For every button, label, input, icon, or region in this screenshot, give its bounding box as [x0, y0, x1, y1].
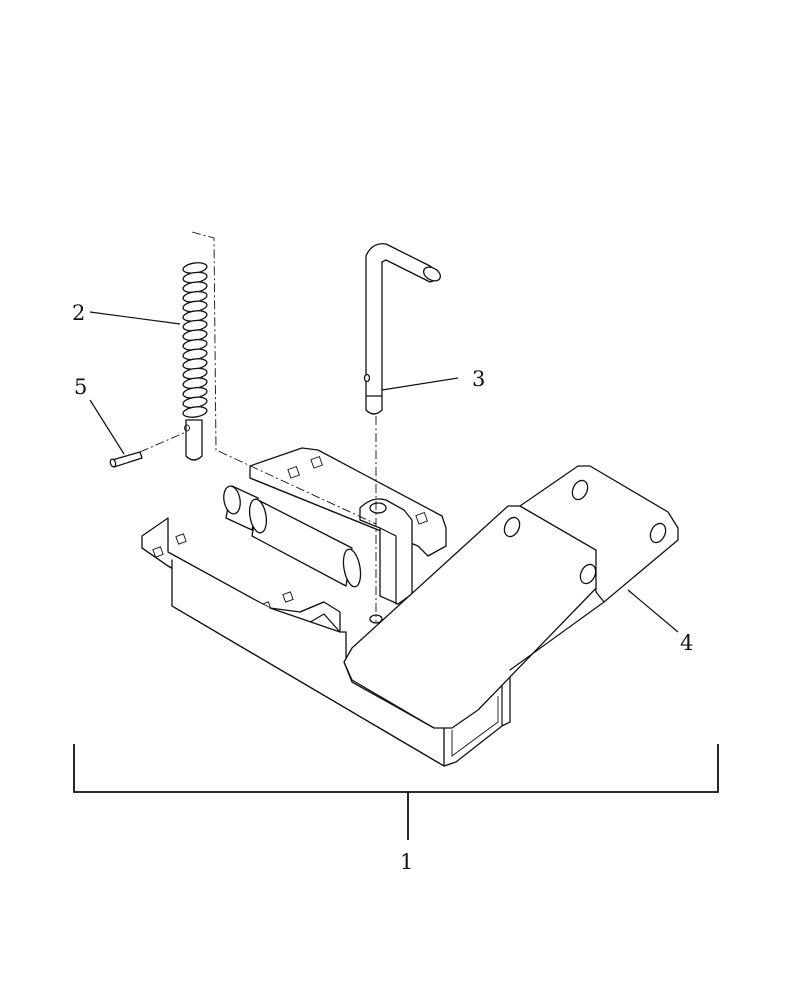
spring-coil: [182, 406, 208, 418]
hinge-rollers: [223, 485, 362, 588]
leader-lines: [89, 311, 679, 633]
callout-1: 1: [400, 850, 413, 874]
rear-mount-plate: [509, 465, 679, 671]
spring: [182, 262, 208, 461]
centerlines: [139, 231, 377, 622]
roll-pin: [109, 451, 143, 468]
l-pin: [363, 243, 442, 415]
callout-4: 4: [680, 631, 693, 655]
assembly-brace: [73, 744, 719, 840]
front-mount-plate: [343, 505, 607, 729]
bracket-assembly: [141, 447, 679, 767]
callout-3: 3: [472, 367, 485, 391]
callout-5: 5: [74, 375, 87, 399]
spring-pin-shank: [185, 419, 203, 461]
callout-2: 2: [72, 301, 85, 325]
pin-guide-tab: [359, 498, 413, 624]
spring-pin-hole: [184, 424, 190, 432]
